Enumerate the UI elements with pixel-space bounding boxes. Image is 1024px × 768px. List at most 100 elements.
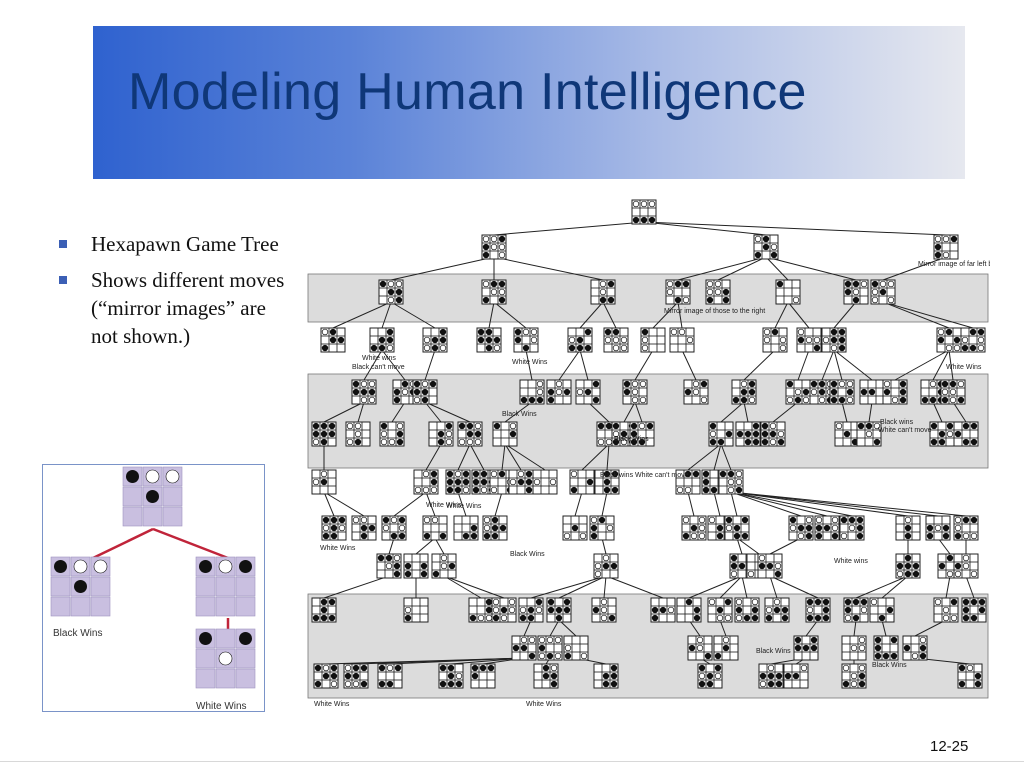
white-pawn [730,570,738,578]
black-pawn [716,532,724,540]
hexapawn-board [735,421,761,447]
black-pawn [382,516,390,524]
board-cell [329,679,339,689]
black-pawn [328,614,336,622]
white-pawn [445,438,453,446]
hexapawn-board [859,379,885,405]
hexapawn-board [413,469,439,495]
board-cell [647,215,657,225]
black-pawn [480,470,488,478]
black-pawn [607,280,615,288]
board-cell [691,485,701,495]
white-pawn [330,680,338,688]
black-pawn [563,606,571,614]
white-pawn [640,200,648,208]
board-cell [605,531,615,541]
black-pawn [684,388,692,396]
hexapawn-board [793,635,819,661]
hexapawn-board [631,199,657,225]
black-pawn [320,606,328,614]
tree-edge [381,349,406,381]
hexapawn-board [669,327,695,353]
black-pawn [930,422,938,430]
black-pawn [805,532,813,540]
hexapawn-board [471,469,497,495]
white-pawn [386,664,394,672]
tree-edge [579,301,604,329]
board-cell [889,651,899,661]
black-pawn [446,478,454,486]
white-pawn [934,524,942,532]
white-pawn [977,336,985,344]
edge-to-left [92,527,154,560]
black-pawn [550,680,558,688]
black-pawn [725,516,733,524]
tree-edge [389,657,525,665]
tree-edge [504,443,522,471]
white-pawn [727,486,735,494]
tree-edge [965,575,975,599]
black-pawn [856,516,864,524]
black-pawn [584,344,592,352]
white-pawn [368,380,376,388]
white-pawn [887,280,895,288]
white-pawn [696,644,704,652]
black-pawn [970,438,978,446]
board-cell [830,531,840,541]
board-cell [142,506,163,527]
board-cell [469,531,479,541]
white-pawn [954,516,962,524]
board-cell [949,613,959,623]
tree-edge [914,619,947,637]
black-pawn [387,288,395,296]
tree-edge [797,349,810,381]
black-pawn [385,554,393,562]
board-cell [780,613,790,623]
white-pawn [600,606,608,614]
tree-edge [488,301,495,329]
black-pawn [498,296,506,304]
white-pawn [805,336,813,344]
white-pawn [431,516,439,524]
black-pawn [328,422,336,430]
black-pawn [482,296,490,304]
white-pawn [423,516,431,524]
board-cell [845,395,855,405]
board-cell [578,531,588,541]
black-pawn [950,235,958,243]
white-pawn [555,388,563,396]
white-pawn [218,559,233,574]
hexapawn-board [925,515,951,541]
black-pawn [730,554,738,562]
black-pawn [413,380,421,388]
white-pawn [480,486,488,494]
black-pawn [978,606,986,614]
board-cell [454,679,464,689]
black-pawn [586,478,594,486]
white-pawn [891,396,899,404]
white-pawn [320,470,328,478]
tree-edge [868,401,873,423]
tree-edge [357,401,365,423]
board-cell [549,679,559,689]
black-pawn [736,430,744,438]
black-pawn [761,422,769,430]
black-pawn [806,614,814,622]
black-pawn [563,598,571,606]
white-pawn [666,280,674,288]
hexapawn-board [482,515,508,541]
hexapawn-board [961,597,987,623]
white-pawn [735,478,743,486]
black-pawn [378,344,386,352]
tree-edge [720,443,732,471]
white-pawn [962,562,970,570]
black-pawn [321,344,329,352]
white-pawn [686,336,694,344]
tree-edge [434,537,445,555]
board-cell [898,395,908,405]
tree-edge [882,301,974,329]
black-pawn [483,532,491,540]
white-pawn [748,396,756,404]
black-pawn [794,636,802,644]
black-pawn [805,524,813,532]
